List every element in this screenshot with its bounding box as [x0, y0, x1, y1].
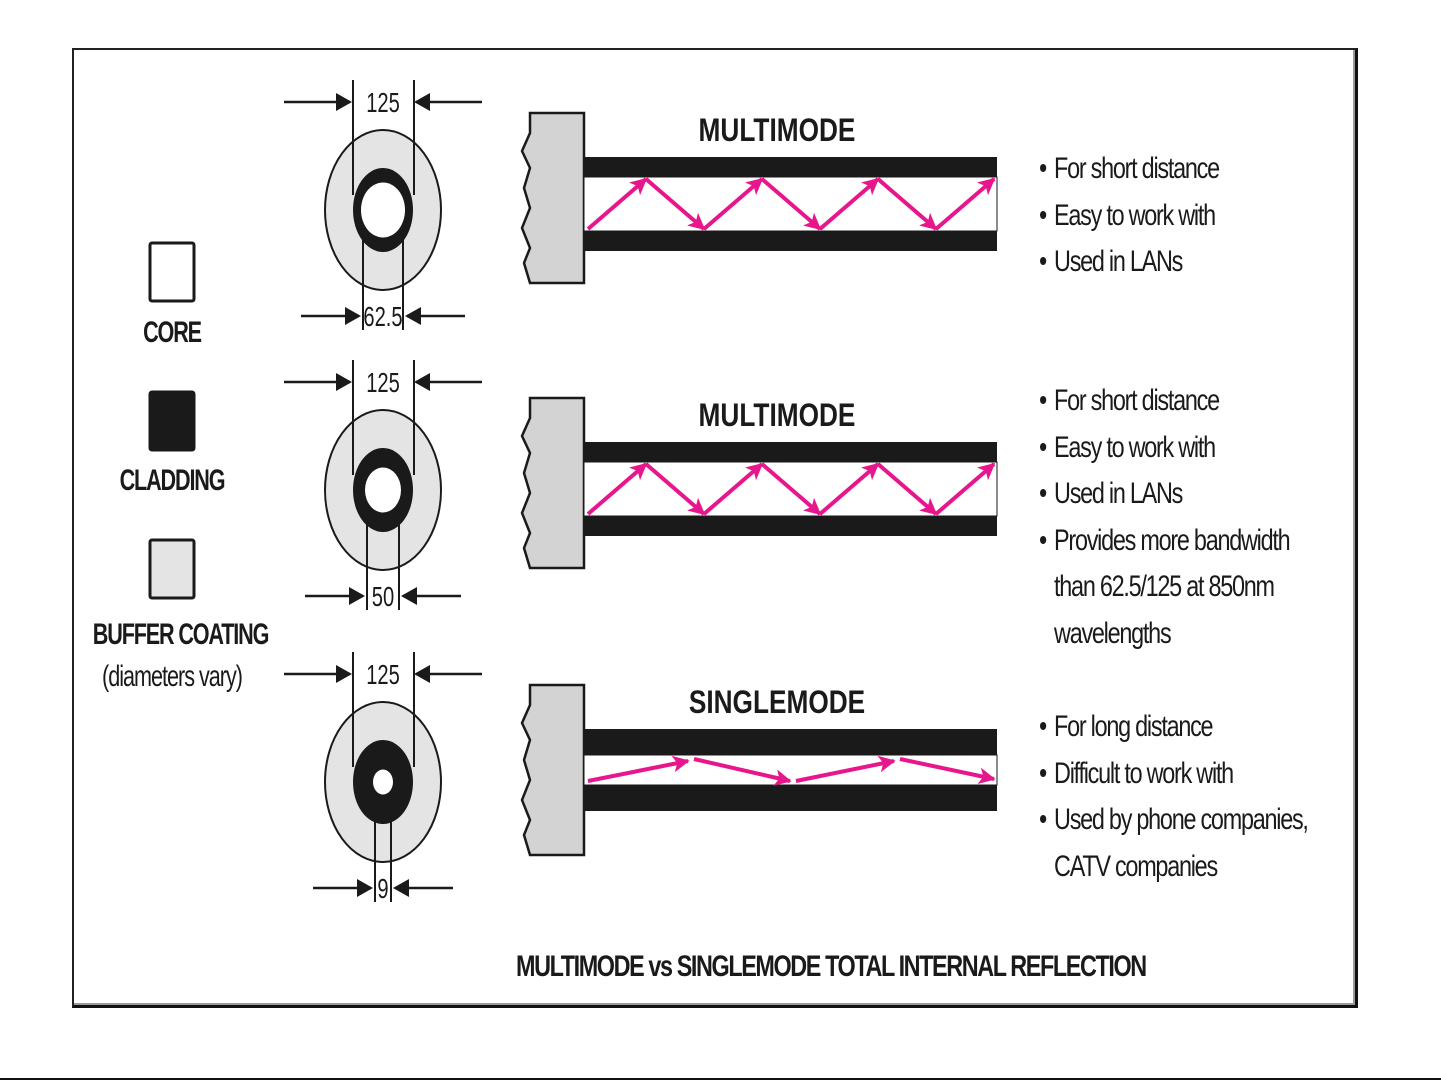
bullet-dot-icon — [1040, 722, 1047, 730]
light-ray-arrow — [702, 177, 764, 231]
cladding-diameter-label: 125 — [366, 368, 400, 399]
arrow-right-icon — [336, 665, 352, 683]
bottom-divider — [0, 1078, 1441, 1080]
bullet-dot-icon — [1040, 164, 1047, 172]
bullet-dot-icon — [1040, 396, 1047, 404]
bullet-item: Easy to work with — [1040, 193, 1219, 240]
mode-label: MULTIMODE — [699, 399, 856, 434]
cross-section-3: 125 9 — [284, 652, 482, 905]
bullet-item: For long distance — [1040, 704, 1308, 751]
light-ray-arrow — [702, 462, 764, 516]
bullet-dot-icon — [1040, 768, 1047, 777]
bullet-dot-icon — [1040, 257, 1047, 265]
light-ray-arrow — [760, 462, 822, 516]
bullet-list-multimode-62-5: For short distance Easy to work with Use… — [1040, 146, 1220, 286]
mode-label: MULTIMODE — [699, 114, 856, 149]
light-ray-arrow — [818, 462, 880, 516]
bullet-item: Used in LANs — [1040, 239, 1219, 286]
bullet-item: Used by phone companies, — [1040, 797, 1309, 844]
arrow-right-icon — [336, 93, 352, 111]
light-ray-arrow — [586, 177, 648, 231]
fiber-longitudinal-views: MULTIMODE MULTIMODE SINGLEMODE — [520, 111, 998, 857]
arrow-right-icon — [345, 307, 361, 325]
arrow-left-icon — [414, 665, 430, 683]
light-ray-arrow — [760, 177, 822, 231]
light-ray-arrow — [934, 177, 996, 231]
bullet-item: Used in LANs — [1040, 471, 1289, 518]
legend-swatches — [148, 241, 196, 600]
legend-swatch-core — [148, 241, 196, 303]
bullet-dot-icon — [1040, 535, 1047, 544]
cladding-diameter-label: 125 — [366, 660, 400, 691]
bullet-item: Easy to work with — [1040, 425, 1289, 472]
fiber-view-1: MULTIMODE — [520, 111, 998, 285]
light-ray-arrow — [876, 177, 938, 231]
light-ray-arrow — [876, 462, 938, 516]
light-ray-arrow — [934, 462, 996, 516]
connector-block — [520, 111, 586, 285]
legend-label-cladding: CLADDING — [119, 464, 226, 497]
cladding-top — [584, 157, 997, 177]
cladding-top — [584, 442, 997, 462]
bullet-dot-icon — [1040, 815, 1047, 823]
arrow-right-icon — [357, 879, 373, 897]
light-ray-arrow — [899, 757, 996, 785]
legend-swatch-buffer-coating — [148, 538, 196, 600]
bullet-item: For short distance — [1040, 146, 1220, 193]
light-ray-arrow — [693, 757, 792, 786]
core-circle — [361, 182, 405, 238]
bullet-item: Provides more bandwidth — [1040, 518, 1291, 565]
connector-block — [520, 683, 586, 857]
bullet-dot-icon — [1040, 210, 1047, 219]
core-diameter-label: 62.5 — [363, 302, 402, 333]
bullet-dot-icon — [1040, 489, 1047, 497]
cladding-diameter-label: 125 — [366, 88, 400, 119]
bullet-item: For short distance — [1040, 378, 1289, 425]
cladding-top — [584, 729, 997, 755]
fiber-view-3: SINGLEMODE — [520, 683, 998, 857]
legend-label-buffer-coating: BUFFER COATING — [92, 618, 270, 651]
bullet-list-singlemode: For long distance Difficult to work with… — [1040, 704, 1309, 890]
core-diameter-label: 9 — [377, 874, 388, 905]
cross-sections: 125 62.5 125 50 125 9 — [284, 80, 482, 905]
core-circle — [373, 769, 393, 795]
light-ray-arrow — [818, 177, 880, 231]
arrow-left-icon — [414, 93, 430, 111]
arrow-left-icon — [414, 373, 430, 391]
light-ray-arrow — [644, 177, 706, 231]
core-diameter-label: 50 — [372, 582, 394, 613]
light-ray-arrow — [795, 755, 896, 783]
bullet-list-multimode-50: For short distance Easy to work with Use… — [1040, 378, 1291, 657]
cross-section-1: 125 62.5 — [284, 80, 482, 333]
bullet-item: Difficult to work with — [1040, 751, 1308, 798]
legend-swatch-cladding — [148, 390, 196, 452]
arrow-left-icon — [401, 587, 417, 605]
cladding-bottom — [584, 231, 997, 251]
light-ray-arrow — [587, 755, 690, 783]
arrow-left-icon — [405, 307, 421, 325]
arrow-left-icon — [393, 879, 409, 897]
cladding-bottom — [584, 516, 997, 536]
bullet-item-continuation: wavelengths — [1054, 616, 1172, 650]
arrow-right-icon — [349, 587, 365, 605]
light-ray-arrow — [586, 462, 648, 516]
bullet-item-continuation: CATV companies — [1054, 849, 1218, 883]
fiber-view-2: MULTIMODE — [520, 396, 998, 570]
legend-label-core: CORE — [143, 316, 202, 349]
light-ray-arrow — [644, 462, 706, 516]
connector-block — [520, 396, 586, 570]
bullet-dot-icon — [1040, 442, 1047, 451]
cross-section-2: 125 50 — [284, 360, 482, 613]
core-circle — [365, 467, 401, 513]
cladding-bottom — [584, 785, 997, 811]
legend-sublabel-buffer-coating: (diameters vary) — [102, 660, 243, 693]
mode-label: SINGLEMODE — [689, 686, 865, 721]
bullet-item-continuation: than 62.5/125 at 850nm — [1054, 570, 1275, 603]
diagram-caption: MULTIMODE vs SINGLEMODE TOTAL INTERNAL R… — [516, 950, 1147, 983]
arrow-right-icon — [336, 373, 352, 391]
